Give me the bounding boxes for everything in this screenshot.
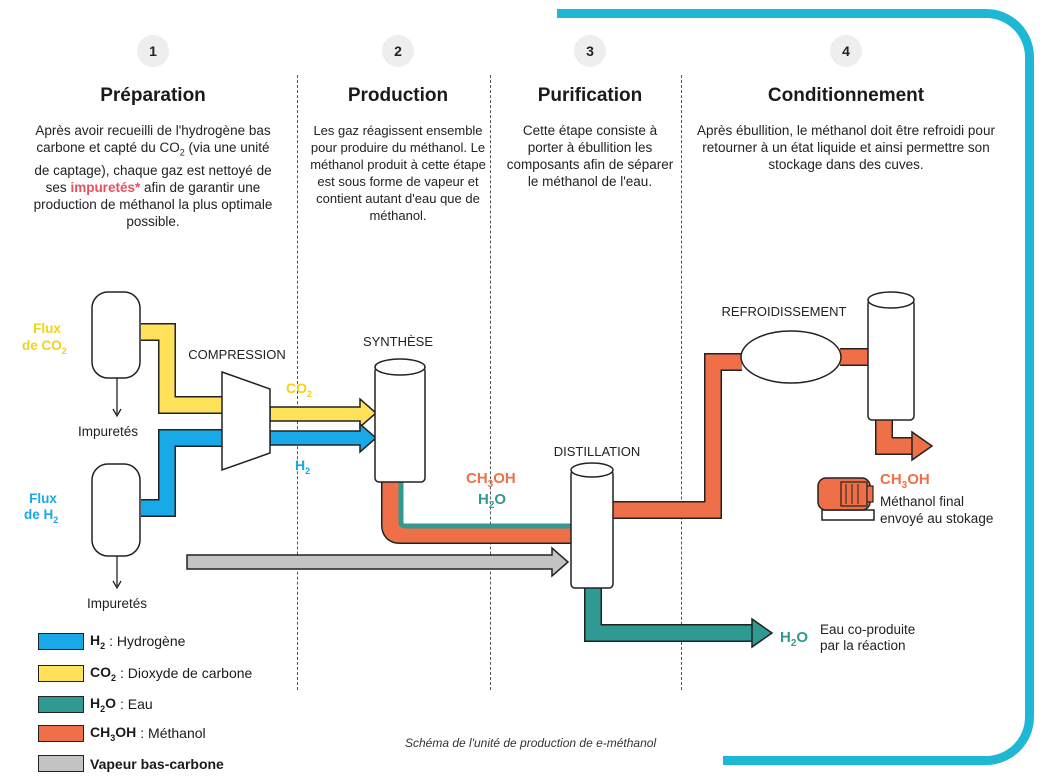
distillation-label: DISTILLATION xyxy=(554,444,640,459)
legend-swatch xyxy=(38,664,84,682)
step-description: Après ébullition, le méthanol doit être … xyxy=(697,123,995,172)
step-title: Préparation xyxy=(100,85,206,106)
final-methanol-line1: Méthanol final xyxy=(880,494,964,509)
legend-swatch xyxy=(38,724,84,742)
frame-mask xyxy=(0,740,723,770)
pump-motor xyxy=(817,477,875,521)
legend-steam: Vapeur bas-carbone xyxy=(38,755,224,772)
h2-pipe xyxy=(141,422,378,517)
legend-water: H2O : Eau xyxy=(38,695,153,714)
co2-flow-label: CO2 xyxy=(286,380,312,399)
step-description: Après avoir recueilli de l'hydrogène bas… xyxy=(33,123,273,229)
mixed-pipe xyxy=(381,480,572,544)
water-out-formula: H2O xyxy=(780,629,808,649)
column-divider xyxy=(297,75,298,690)
step-production: 2 Production Les gaz réagissent ensemble… xyxy=(302,35,494,224)
legend-methanol: CH3OH : Méthanol xyxy=(38,724,206,743)
legend-hydrogen: H2 : Hydrogène xyxy=(38,632,185,651)
flux-co2-label: Flux xyxy=(33,321,61,336)
co2-capture-vessel xyxy=(91,291,141,418)
flux-co2-label-2: de CO2 xyxy=(22,338,67,356)
synthesis-label: SYNTHÈSE xyxy=(363,334,433,349)
legend-co2: CO2 : Dioxyde de carbone xyxy=(38,664,252,683)
water-flow-label: H2O xyxy=(478,491,506,511)
water-out-line2: par la réaction xyxy=(820,638,906,653)
step-title: Purification xyxy=(537,85,643,106)
final-methanol-formula: CH3OH xyxy=(880,471,930,491)
step-preparation: 1 Préparation Après avoir recueilli de l… xyxy=(28,35,278,230)
storage-tank xyxy=(867,291,915,421)
impurities-highlight: impuretés* xyxy=(70,179,141,195)
compressor xyxy=(221,370,271,472)
legend-swatch xyxy=(38,755,84,772)
methanol-flow-label: CH3OH xyxy=(466,470,516,490)
legend-swatch xyxy=(38,695,84,713)
impurities-label-1: Impuretés xyxy=(78,424,138,439)
cooling-unit xyxy=(740,330,842,384)
legend-swatch xyxy=(38,632,84,650)
final-methanol-line2: envoyé au stokage xyxy=(880,511,993,526)
water-out-line1: Eau co-produite xyxy=(820,622,915,637)
h2-capture-vessel xyxy=(91,463,141,590)
step-conditionnement: 4 Conditionnement Après ébullition, le m… xyxy=(688,35,1004,173)
distillation-column xyxy=(570,462,614,589)
water-pipe xyxy=(584,585,774,649)
co2-pipe xyxy=(141,323,378,429)
step-description: Cette étape consiste à porter à ébulliti… xyxy=(506,123,674,189)
h2-flow-label: H2 xyxy=(295,457,310,476)
step-number: 4 xyxy=(830,35,862,67)
cooling-label: REFROIDISSEMENT xyxy=(722,304,847,319)
step-title: Production xyxy=(347,85,449,106)
step-number: 3 xyxy=(574,35,606,67)
steam-pipe xyxy=(186,546,570,578)
flux-h2-label-2: de H2 xyxy=(24,507,58,525)
decorative-frame xyxy=(557,9,1034,765)
flux-h2-label: Flux xyxy=(29,491,57,506)
step-number: 2 xyxy=(382,35,414,67)
impurities-label-2: Impuretés xyxy=(87,596,147,611)
compression-label: COMPRESSION xyxy=(188,347,286,362)
diagram-caption: Schéma de l'unité de production de e-mét… xyxy=(405,736,657,750)
step-purification: 3 Purification Cette étape consiste à po… xyxy=(505,35,675,190)
synthesis-reactor xyxy=(374,358,426,483)
step-title: Conditionnement xyxy=(767,85,925,106)
column-divider xyxy=(490,75,491,690)
methanol-pipe xyxy=(612,348,934,519)
column-divider xyxy=(681,75,682,690)
step-number: 1 xyxy=(137,35,169,67)
step-description: Les gaz réagissent ensemble pour produir… xyxy=(310,123,486,223)
